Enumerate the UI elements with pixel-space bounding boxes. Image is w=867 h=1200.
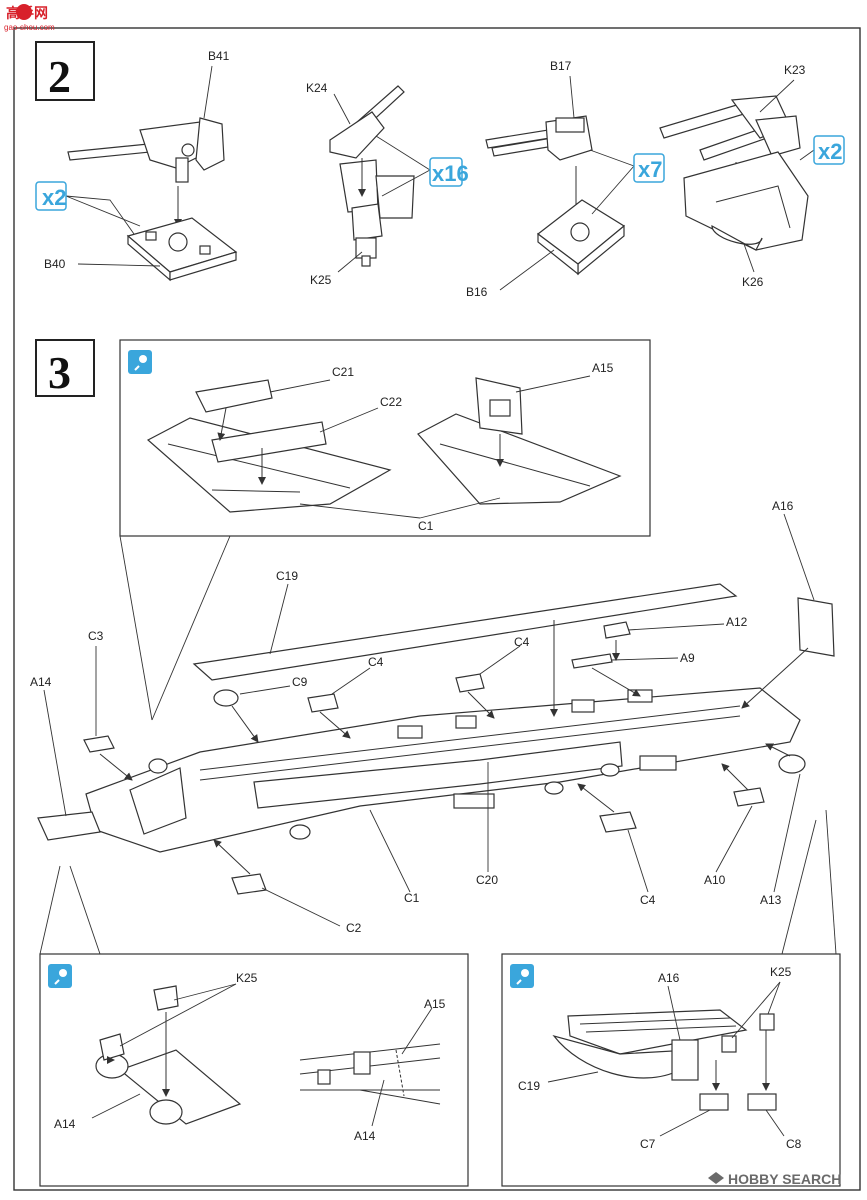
multiplier-badge-x2-b xyxy=(813,135,845,165)
label-a14-side: A14 xyxy=(354,1129,376,1143)
multiplier-badge-x7 xyxy=(633,153,665,183)
label-a16-right: A16 xyxy=(658,971,680,985)
label-c4-b: C4 xyxy=(514,635,530,649)
label-c7: C7 xyxy=(640,1137,656,1151)
label-a14-left: A14 xyxy=(54,1117,76,1131)
twin-gun-assembly-k23-k26: K23 K26 x2 xyxy=(659,63,845,289)
detail-box-top: C21 C22 A15 C1 xyxy=(119,339,651,537)
part-c4-b xyxy=(455,673,485,693)
label-k25: K25 xyxy=(310,273,332,287)
detail-box-bottom-left: K25 A14 A15 A14 xyxy=(39,953,469,1187)
label-k26: K26 xyxy=(742,275,764,289)
label-b16: B16 xyxy=(466,285,488,299)
label-c3: C3 xyxy=(88,629,104,643)
label-a16: A16 xyxy=(772,499,794,513)
label-k23: K23 xyxy=(784,63,806,77)
gun-assembly-k24-k25: K24 K25 x16 xyxy=(306,81,469,287)
part-a9 xyxy=(571,653,613,669)
label-k24: K24 xyxy=(306,81,328,95)
part-a12 xyxy=(603,621,631,639)
info-icon xyxy=(128,350,152,374)
label-c22: C22 xyxy=(380,395,402,409)
info-icon-right xyxy=(510,964,534,988)
label-b17: B17 xyxy=(550,59,572,73)
label-a14: A14 xyxy=(30,675,52,689)
label-c4-a: C4 xyxy=(368,655,384,669)
label-a13: A13 xyxy=(760,893,782,907)
info-icon-left xyxy=(48,964,72,988)
watermark-site-text: gao-shou.com xyxy=(4,23,55,32)
label-c4-c: C4 xyxy=(640,893,656,907)
multiplier-x16: x16 xyxy=(432,161,469,186)
label-c21: C21 xyxy=(332,365,354,379)
step-3-number: 3 xyxy=(48,347,71,398)
label-c1: C1 xyxy=(404,891,420,905)
part-c4-a xyxy=(307,693,339,713)
multiplier-badge-x16 xyxy=(429,157,463,187)
watermark-logo-icon xyxy=(16,4,32,20)
part-c9 xyxy=(213,689,239,707)
multiplier-x2-b: x2 xyxy=(818,139,842,164)
label-c9: C9 xyxy=(292,675,308,689)
label-a10: A10 xyxy=(704,873,726,887)
part-a10 xyxy=(733,787,765,807)
watermark-logo-text: 高手网 xyxy=(6,5,48,21)
label-c20: C20 xyxy=(476,873,498,887)
multiplier-badge-x2 xyxy=(35,181,67,211)
part-a16 xyxy=(797,597,835,657)
label-c19-right: C19 xyxy=(518,1079,540,1093)
multiplier-x2-a: x2 xyxy=(42,185,66,210)
step-3: 3 C21 C22 xyxy=(30,339,841,1187)
gun-assembly-b41-b40: B41 B40 x2 xyxy=(35,49,238,282)
label-k25-right: K25 xyxy=(770,965,792,979)
top-watermark: 高手网 gao-shou.com xyxy=(4,4,55,32)
part-c4-c xyxy=(599,811,637,833)
bottom-watermark: HOBBY SEARCH xyxy=(708,1171,841,1187)
label-a15-left: A15 xyxy=(424,997,446,1011)
label-b41: B41 xyxy=(208,49,230,63)
part-a14 xyxy=(37,811,101,841)
main-deck-assembly: C19 C3 A14 C9 C4 C4 A12 A9 A16 C1 C2 C20… xyxy=(30,499,835,935)
label-k25-left: K25 xyxy=(236,971,258,985)
step-2-number: 2 xyxy=(48,51,71,102)
label-a9: A9 xyxy=(680,651,695,665)
step-3-number-box xyxy=(35,339,95,397)
part-a13 xyxy=(778,754,806,774)
label-c19: C19 xyxy=(276,569,298,583)
label-c2: C2 xyxy=(346,921,362,935)
label-b40: B40 xyxy=(44,257,66,271)
part-c3 xyxy=(83,735,115,753)
multiplier-x7: x7 xyxy=(638,157,662,182)
label-a15-top: A15 xyxy=(592,361,614,375)
part-c2 xyxy=(231,873,267,895)
detail-box-bottom-right: A16 K25 C19 C7 C8 xyxy=(501,953,841,1187)
turret-assembly-b17-b16: B17 B16 x7 xyxy=(466,59,665,299)
label-c1-top: C1 xyxy=(418,519,434,533)
step-2-number-box xyxy=(35,41,95,101)
watermark-badge-icon xyxy=(708,1172,724,1184)
watermark-bottom-text: HOBBY SEARCH xyxy=(728,1171,841,1187)
label-c8: C8 xyxy=(786,1137,802,1151)
label-a12: A12 xyxy=(726,615,748,629)
page-border xyxy=(13,27,861,1191)
part-c19 xyxy=(192,583,738,681)
part-c20 xyxy=(253,741,623,809)
step-2: 2 B41 B40 x2 xyxy=(35,41,845,299)
